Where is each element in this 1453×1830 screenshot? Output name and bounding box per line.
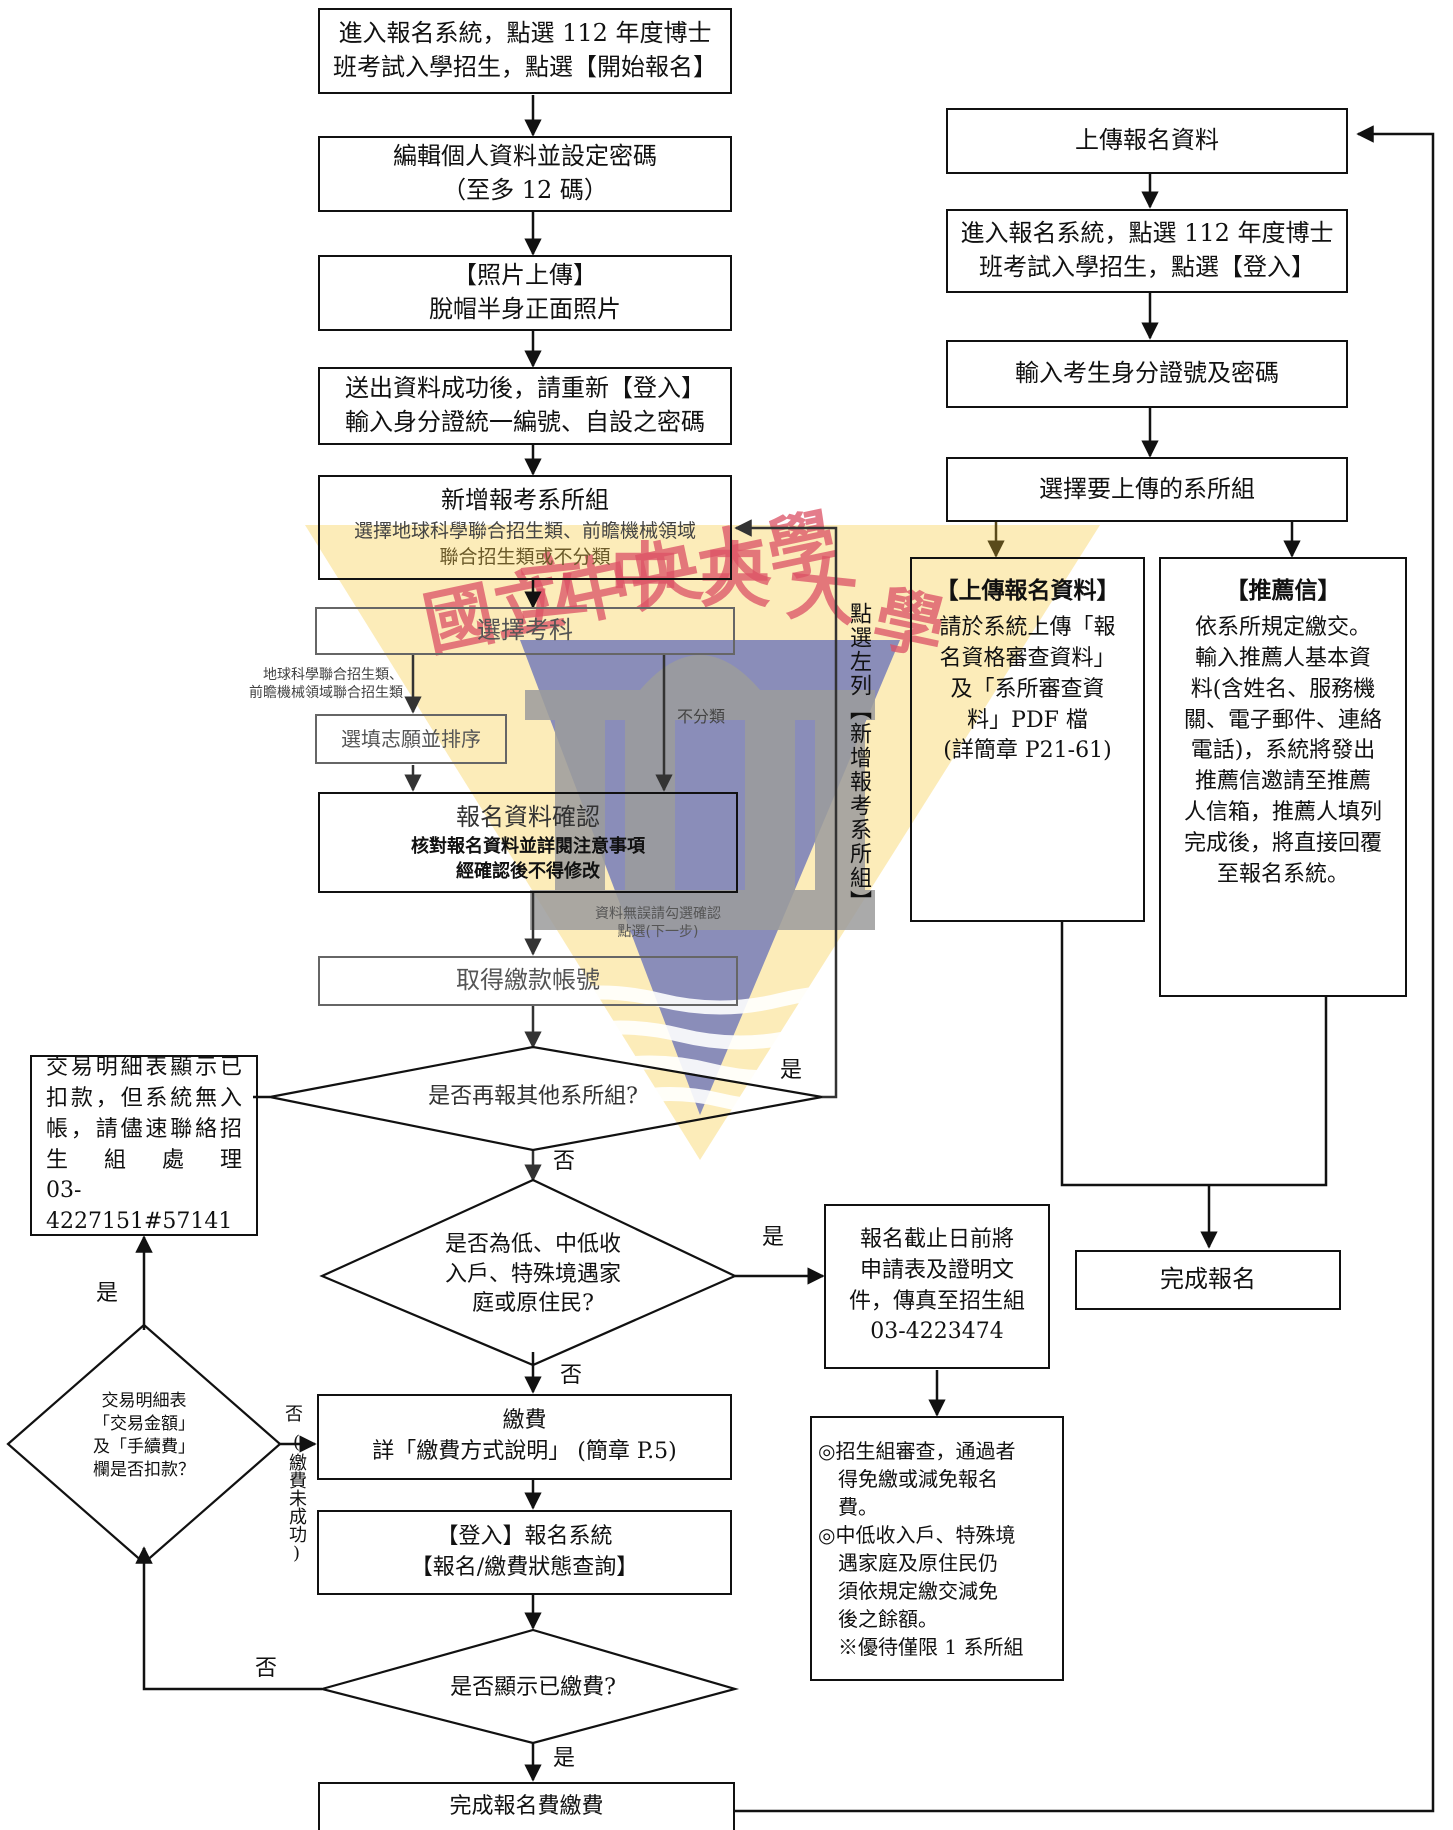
paid-diamond	[317, 1628, 740, 1745]
yes-label-3: 是	[553, 1746, 576, 1771]
photo-line-2: 脫帽半身正面照片	[429, 295, 621, 323]
confirm-note: 資料無誤請勾選確認 點選(下一步)	[595, 906, 721, 941]
get-account-label: 取得繳款帳號	[456, 966, 600, 995]
branch-left-label: 地球科學聯合招生類、 前瞻機械領域聯合招生類	[249, 667, 403, 702]
photo-line-1: 【照片上傳】	[453, 261, 597, 290]
recommendation-box: 【推薦信】 依系所規定繳交。 輸入推薦人基本資 料(含姓名、服務機 關、電子郵件…	[1159, 557, 1407, 997]
svg-text:大: 大	[783, 546, 861, 636]
status-line-1: 【登入】報名系統	[436, 1523, 613, 1549]
no-label-fail: 否	[285, 1404, 303, 1425]
add-dept-title: 新增報考系所組	[441, 486, 609, 515]
id-password-box: 輸入考生身分證號及密碼	[946, 340, 1348, 408]
fax-box: 報名截止日前將 申請表及證明文 件，傳真至招生組 03-4223474	[824, 1204, 1050, 1369]
lower-left-connectors	[135, 125, 1435, 1813]
low-income-question: 是否為低、中低收 入戶、特殊境遇家 庭或原住民?	[444, 1232, 621, 1317]
add-dept-box: 新增報考系所組 選擇地球科學聯合招生類、前瞻機械領域 聯合招生類或不分類	[318, 475, 732, 580]
upload-docs-box: 【上傳報名資料】 請於系統上傳「報 名資格審查資料」 及「系所審查資 料」PDF…	[910, 557, 1145, 922]
edit-profile-box: 編輯個人資料並設定密碼 （至多 12 碼）	[318, 136, 732, 212]
relogin-line-1: 送出資料成功後，請重新【登入】	[345, 374, 705, 403]
upload-data-box: 上傳報名資料	[946, 108, 1348, 174]
photo-upload-box: 【照片上傳】 脫帽半身正面照片	[318, 255, 732, 331]
payment-line-1: 繳費	[502, 1408, 547, 1434]
enter-line-1: 進入報名系統，點選 112 年度博士	[338, 19, 712, 48]
relogin-line-2: 輸入身分證統一編號、自設之密碼	[345, 408, 705, 436]
confirm-line-2: 經確認後不得修改	[456, 861, 600, 883]
right-enter-line-1: 進入報名系統，點選 112 年度博士	[960, 219, 1334, 248]
status-query-box: 【登入】報名系統 【報名/繳費狀態查詢】	[317, 1510, 732, 1595]
branch-connectors	[404, 519, 838, 1182]
yes-label-4: 是	[96, 1281, 119, 1306]
deduct-diamond	[6, 1323, 282, 1565]
complete-fee-box: 完成報名費繳費	[318, 1782, 735, 1830]
enter-line-2: 班考試入學招生，點選【開始報名】	[333, 53, 717, 81]
university-seal-watermark: 國立中央大學 立 中 央 大 學	[305, 498, 1100, 1160]
no-label-2: 否	[560, 1363, 583, 1388]
low-income-diamond	[319, 1178, 738, 1367]
yes-label-1: 是	[780, 1058, 803, 1083]
side-instruction-vertical: 點選左列【新增報考系所組】	[846, 602, 871, 914]
no-label-1: 否	[553, 1149, 576, 1174]
payment-box: 繳費 詳「繳費方式說明」 (簡章 P.5)	[317, 1394, 732, 1480]
seal-building	[525, 655, 875, 930]
other-dept-diamond	[269, 1045, 823, 1152]
right-enter-box: 進入報名系統，點選 112 年度博士 班考試入學招生，點選【登入】	[946, 209, 1348, 293]
confirm-title: 報名資料確認	[456, 802, 600, 831]
svg-text:立: 立	[513, 542, 591, 632]
paid-question: 是否顯示已繳費?	[450, 1675, 616, 1700]
branch-right-label: 不分類	[677, 707, 726, 726]
confirm-line-1: 核對報名資料並詳閱注意事項	[411, 836, 645, 858]
fail-vertical-label: (繳費未成功)	[286, 1432, 307, 1564]
payment-line-2: 詳「繳費方式說明」 (簡章 P.5)	[372, 1439, 677, 1464]
svg-text:中: 中	[610, 534, 680, 617]
upload-data-label: 上傳報名資料	[1075, 126, 1219, 155]
upload-docs-title: 【上傳報名資料】	[935, 578, 1120, 604]
id-password-label: 輸入考生身分證號及密碼	[1015, 359, 1279, 388]
select-subject-label: 選擇考科	[477, 616, 573, 645]
done-label: 完成報名	[1160, 1265, 1256, 1294]
deduct-question: 交易明細表 「交易金額」 及「手續費」 欄是否扣款？	[93, 1391, 195, 1480]
contact-box: 交易明細表顯示已 扣款，但系統無入 帳，請儘速聯絡招 生 組 處 理 03-42…	[30, 1055, 258, 1236]
preference-label: 選填志願並排序	[341, 727, 481, 751]
no-label-3: 否	[255, 1656, 278, 1681]
right-enter-line-2: 班考試入學招生，點選【登入】	[979, 253, 1315, 281]
done-box: 完成報名	[1075, 1250, 1341, 1310]
preference-box: 選填志願並排序	[315, 714, 507, 764]
yes-label-2: 是	[762, 1225, 785, 1250]
status-line-2: 【報名/繳費狀態查詢】	[410, 1554, 639, 1580]
choose-dept-label: 選擇要上傳的系所組	[1039, 474, 1255, 503]
add-dept-sub-2: 聯合招生類或不分類	[439, 546, 611, 569]
right-connectors	[1060, 174, 1328, 1249]
seal-blue-triangle	[520, 640, 900, 1115]
review-box: ◎招生組審查，通過者 得免繳或減免報名 費。 ◎中低收入戶、特殊境 遇家庭及原住…	[810, 1416, 1064, 1681]
relogin-box: 送出資料成功後，請重新【登入】 輸入身分證統一編號、自設之密碼	[318, 367, 732, 445]
get-account-box: 取得繳款帳號	[318, 956, 738, 1006]
edit-line-1: 編輯個人資料並設定密碼	[393, 142, 657, 171]
svg-text:央: 央	[700, 534, 771, 617]
edit-line-2: （至多 12 碼）	[442, 176, 608, 204]
contact-lines: 交易明細表顯示已 扣款，但系統無入 帳，請儘速聯絡招 生 組 處 理 03-42…	[46, 1055, 242, 1235]
choose-dept-box: 選擇要上傳的系所組	[946, 457, 1348, 522]
select-subject-box: 選擇考科	[315, 607, 735, 655]
confirm-box: 報名資料確認 核對報名資料並詳閱注意事項 經確認後不得修改	[318, 792, 738, 893]
svg-text:學: 學	[866, 575, 952, 671]
other-dept-question: 是否再報其他系所組?	[428, 1084, 638, 1109]
complete-fee-label: 完成報名費繳費	[449, 1793, 604, 1819]
add-dept-sub-1: 選擇地球科學聯合招生類、前瞻機械領域	[353, 519, 696, 542]
recommendation-title: 【推薦信】	[1225, 578, 1341, 604]
enter-system-box: 進入報名系統，點選 112 年度博士 班考試入學招生，點選【開始報名】	[318, 8, 732, 94]
